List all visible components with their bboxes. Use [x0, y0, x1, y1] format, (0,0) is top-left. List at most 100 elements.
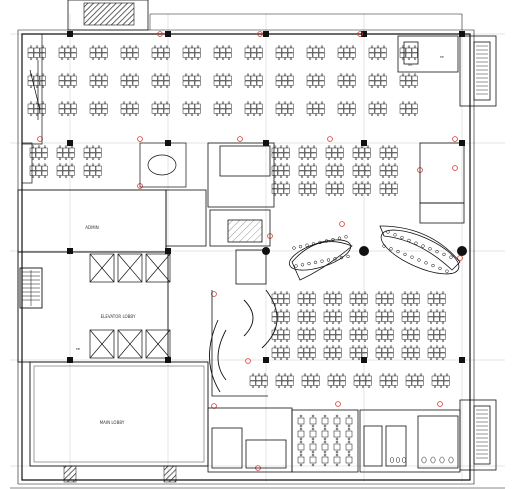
chair: [435, 339, 439, 342]
desk: [64, 80, 71, 86]
desk: [437, 375, 444, 381]
workstation-block: [427, 345, 446, 360]
cafe-chair: [335, 424, 339, 428]
desk: [64, 75, 71, 81]
chair: [441, 345, 445, 348]
desk: [89, 165, 96, 171]
workstation-block: [301, 373, 320, 388]
chair: [159, 101, 163, 104]
chair: [337, 357, 341, 360]
workstation-block: [58, 101, 77, 116]
desk: [56, 147, 63, 153]
chair: [66, 101, 70, 104]
workstation-block: [431, 373, 450, 388]
cafe-table: [321, 417, 329, 425]
desk: [39, 103, 46, 109]
chair: [337, 327, 341, 330]
toilet: [389, 457, 395, 463]
workstation-block: [271, 145, 290, 160]
workstation-block: [271, 163, 290, 178]
desk: [283, 183, 290, 189]
chair: [413, 45, 417, 48]
cafe-tables: [297, 414, 353, 467]
desk: [283, 293, 290, 299]
desk: [353, 380, 360, 386]
conference-chair: [298, 244, 303, 249]
chair: [279, 291, 283, 294]
desk: [361, 329, 368, 335]
desk: [304, 165, 311, 171]
chair: [320, 57, 324, 60]
restroom-block: [359, 409, 461, 473]
chair: [383, 321, 387, 324]
chair: [389, 309, 393, 312]
cafe-chair: [347, 424, 351, 428]
chair: [314, 73, 318, 76]
desk: [41, 147, 48, 153]
chair: [413, 73, 417, 76]
desk: [331, 165, 338, 171]
desk: [352, 147, 359, 153]
chair: [221, 45, 225, 48]
desk: [306, 52, 313, 58]
desk: [368, 47, 375, 53]
chair: [122, 85, 126, 88]
chair: [341, 373, 345, 376]
desk: [391, 170, 398, 176]
desk: [337, 75, 344, 81]
desk: [194, 52, 201, 58]
chair: [377, 357, 381, 360]
chair: [85, 145, 89, 148]
chair: [376, 113, 380, 116]
desk: [83, 152, 90, 158]
chair: [70, 157, 74, 160]
chair: [41, 57, 45, 60]
workstation-block: [213, 73, 232, 88]
chair: [409, 339, 413, 342]
desk: [219, 47, 226, 53]
desk: [323, 311, 330, 317]
desk: [306, 103, 313, 109]
cafe-table: [309, 443, 317, 451]
chair: [279, 145, 283, 148]
cafe-table: [345, 456, 353, 464]
chair: [72, 57, 76, 60]
chair: [387, 175, 391, 178]
desk: [433, 334, 440, 340]
chair: [357, 327, 361, 330]
desk: [352, 165, 359, 171]
chair: [285, 163, 289, 166]
conference-chair: [431, 263, 435, 268]
desk: [101, 75, 108, 81]
chair: [277, 85, 281, 88]
desk: [401, 329, 408, 335]
desk: [157, 47, 164, 53]
chair: [387, 373, 391, 376]
chair: [64, 157, 68, 160]
workstation-block: [89, 101, 108, 116]
desk: [318, 108, 325, 114]
desk: [277, 352, 284, 358]
chair: [377, 345, 381, 348]
chair: [389, 327, 393, 330]
chair: [305, 303, 309, 306]
chair: [382, 73, 386, 76]
structural-column: [459, 357, 465, 363]
workstation-block: [323, 327, 342, 342]
conference-chair: [344, 235, 348, 239]
desk: [413, 316, 420, 322]
chair: [401, 73, 405, 76]
desk: [261, 380, 268, 386]
desk: [355, 293, 362, 299]
chair: [367, 373, 371, 376]
chair: [327, 193, 331, 196]
desk: [443, 375, 450, 381]
chair: [312, 193, 316, 196]
cafe-chair: [311, 437, 315, 441]
chair: [85, 163, 89, 166]
chair: [345, 101, 349, 104]
desk: [405, 52, 412, 58]
desk: [375, 329, 382, 335]
chair: [314, 113, 318, 116]
workstation-block: [323, 345, 342, 360]
